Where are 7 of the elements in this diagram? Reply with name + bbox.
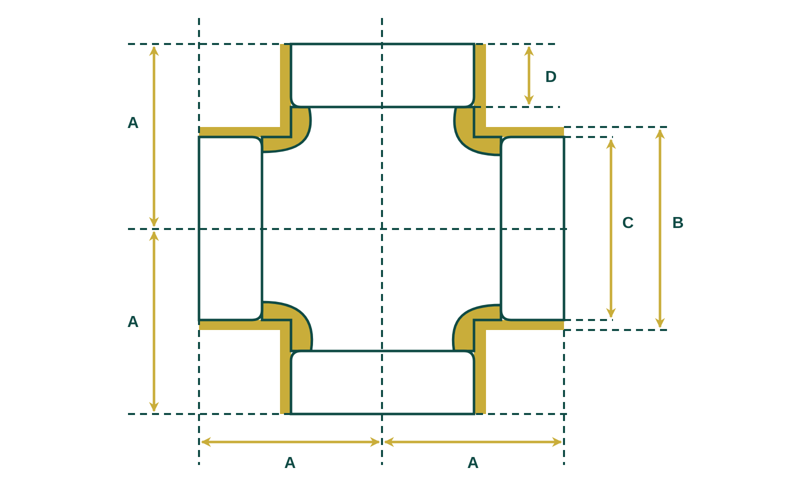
dimension-label: D (545, 70, 557, 86)
dimension-label: C (622, 216, 634, 232)
dimension-label: A (284, 456, 296, 472)
dimension-label: A (127, 116, 139, 132)
dimension-label: B (672, 216, 684, 232)
dimension-label: A (127, 315, 139, 331)
dimension-label: A (467, 456, 479, 472)
